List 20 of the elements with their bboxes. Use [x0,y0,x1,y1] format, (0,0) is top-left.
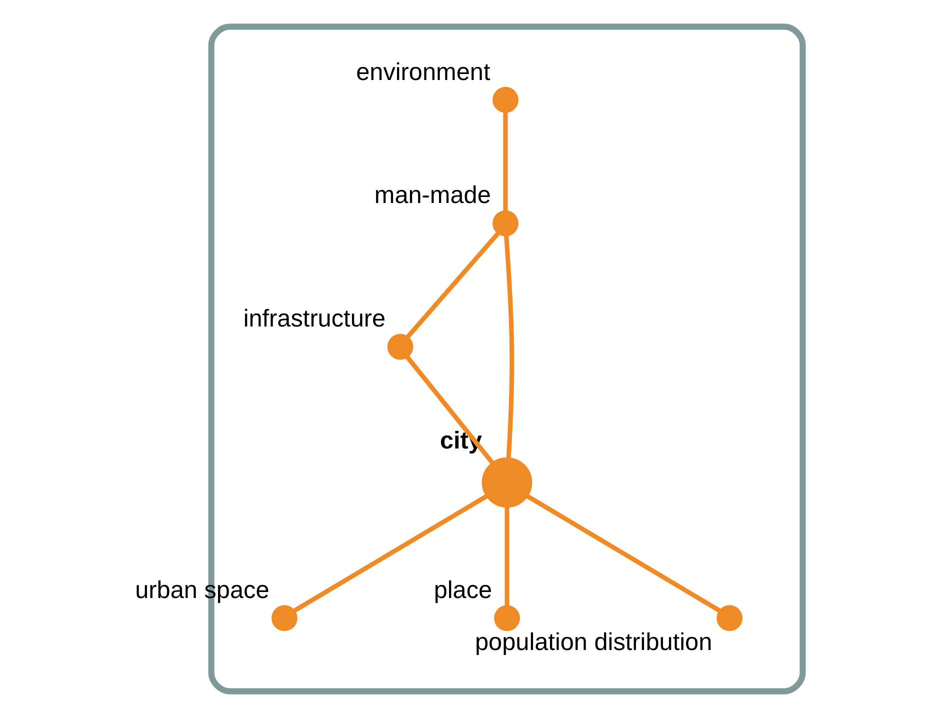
node-label: man-made [374,182,490,210]
node-circle [494,605,520,632]
connector [526,494,720,613]
node-circle [386,334,413,360]
connector [406,232,500,338]
node-label: infrastructure [242,306,386,333]
connector [504,507,509,606]
node-circle [492,210,518,236]
connector [502,112,508,211]
node-circle [271,605,297,632]
connector [405,356,494,464]
connector [292,494,488,613]
node-circle [716,605,742,632]
node-label: population distribution [474,628,712,656]
node-label: environment [356,58,490,86]
node-circle [492,86,518,113]
node-circle [481,457,532,508]
node-label: urban space [134,577,269,604]
connector [504,236,514,458]
node-label: place [433,577,492,604]
